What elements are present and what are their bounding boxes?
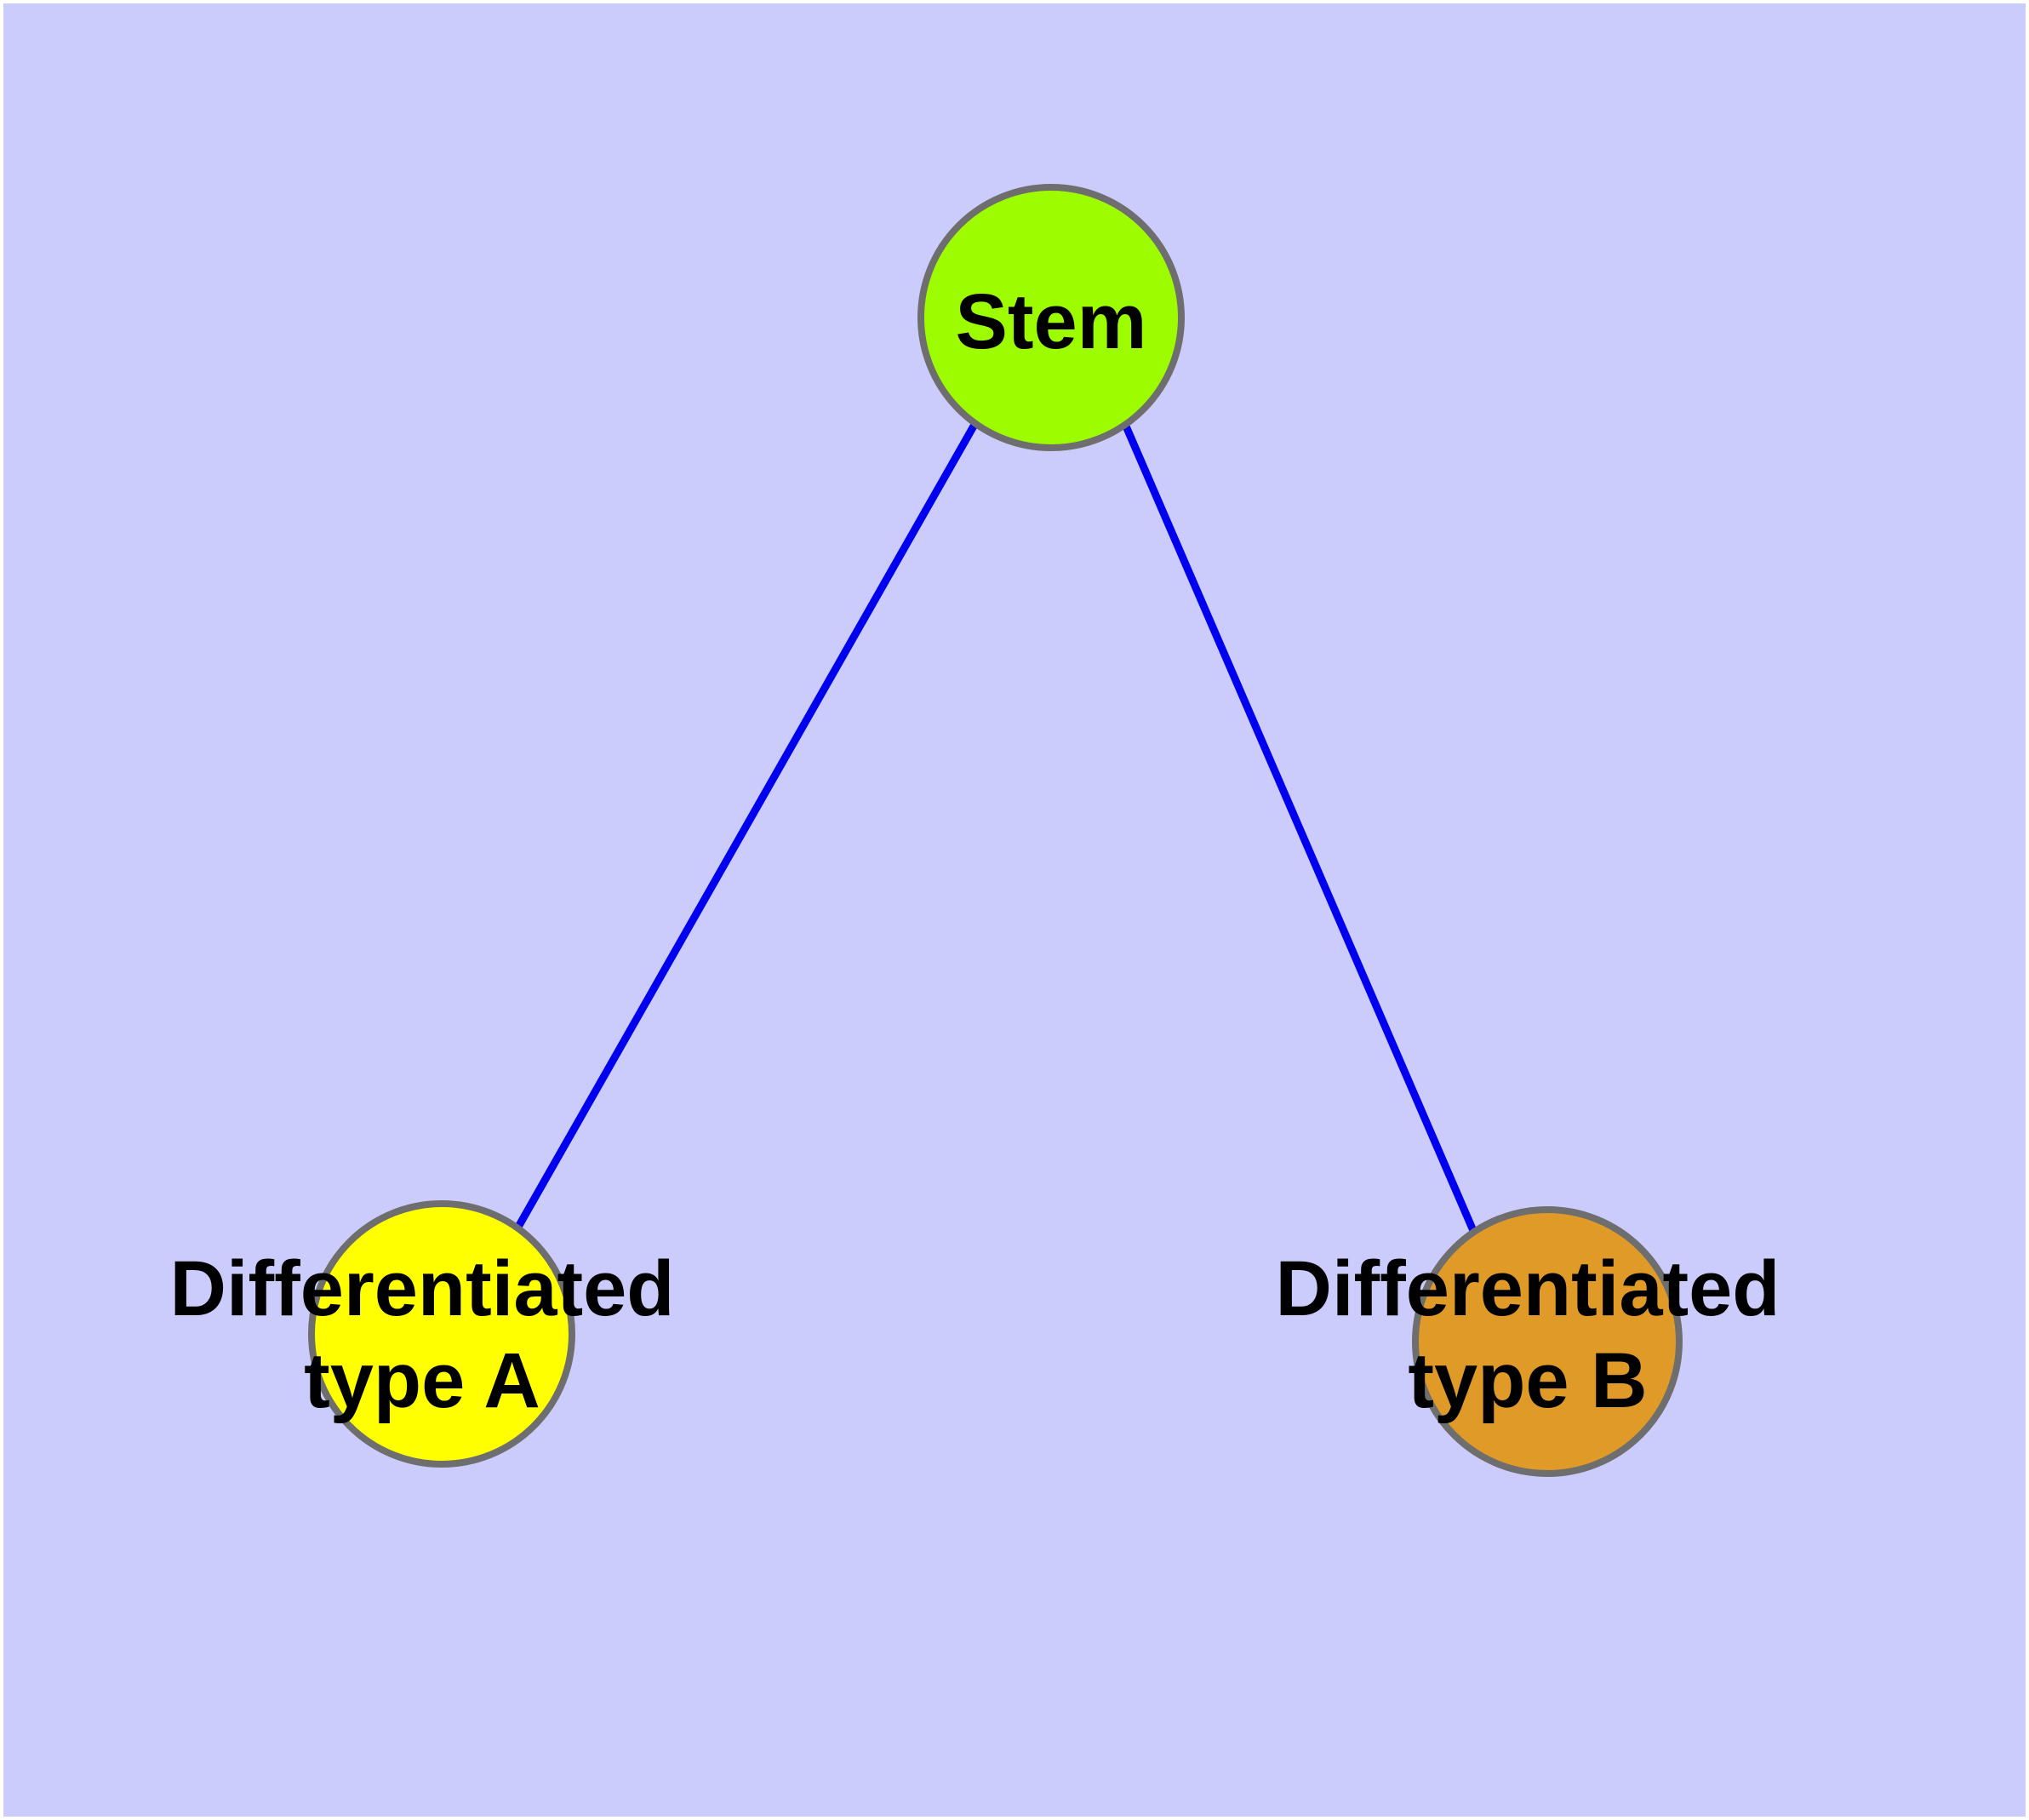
node-stem[interactable]: [917, 184, 1185, 451]
node-stem-label: Stem: [956, 278, 1147, 365]
node-diff-b-label-line1: Differentiated: [1276, 1245, 1780, 1332]
node-diff-b-circle[interactable]: [1412, 1206, 1683, 1477]
node-diff-b[interactable]: [1412, 1206, 1683, 1477]
node-diff-a-circle[interactable]: [308, 1200, 575, 1468]
node-layer: [308, 184, 1683, 1477]
edge-layer: [514, 421, 1478, 1234]
node-diff-a-label-line2: type A: [304, 1337, 540, 1424]
node-diff-b-label-line2: type B: [1408, 1337, 1647, 1424]
node-diff-a[interactable]: [308, 1200, 575, 1468]
node-diff-a-label-line1: Differentiated: [170, 1245, 675, 1332]
edge-stem-to-diff-b[interactable]: [1120, 421, 1478, 1234]
label-layer: Stem Differentiated type A Differentiate…: [170, 278, 1780, 1424]
edge-stem-to-diff-a[interactable]: [514, 421, 979, 1231]
node-stem-circle[interactable]: [917, 184, 1185, 451]
